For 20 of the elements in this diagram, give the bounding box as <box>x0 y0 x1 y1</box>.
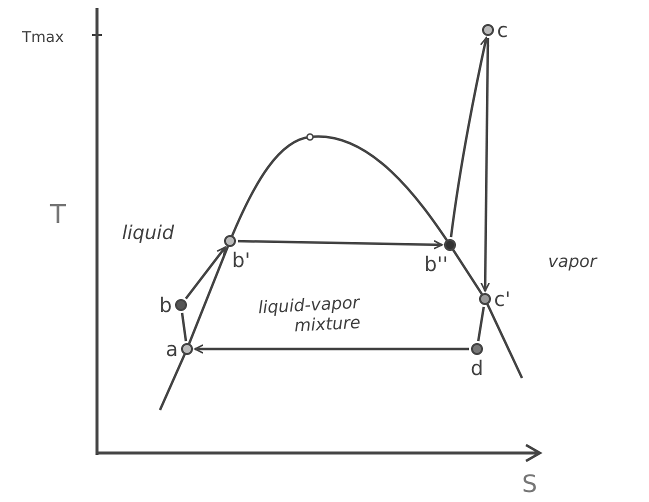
process-arrow <box>238 240 443 250</box>
state-label: c <box>497 20 508 40</box>
state-label: d <box>470 358 484 378</box>
region-label: liquid-vapor mixture <box>256 293 361 338</box>
state-label: b <box>159 295 172 315</box>
process-arrow <box>450 37 490 238</box>
state-label: a <box>166 339 178 359</box>
axis-max-label: Tmax <box>22 28 64 46</box>
process-arrow <box>480 38 490 292</box>
state-label: b' <box>232 250 250 270</box>
axis-label: S <box>522 470 538 498</box>
process-arrow <box>184 246 226 300</box>
region-label: liquid <box>122 222 174 244</box>
region-label: vapor <box>548 252 597 272</box>
process-line <box>180 312 188 342</box>
process-line <box>477 306 485 342</box>
process-arrow <box>194 344 469 354</box>
state-label: b'' <box>424 254 448 274</box>
state-label: c' <box>494 289 510 309</box>
axis-label: T <box>50 200 66 230</box>
